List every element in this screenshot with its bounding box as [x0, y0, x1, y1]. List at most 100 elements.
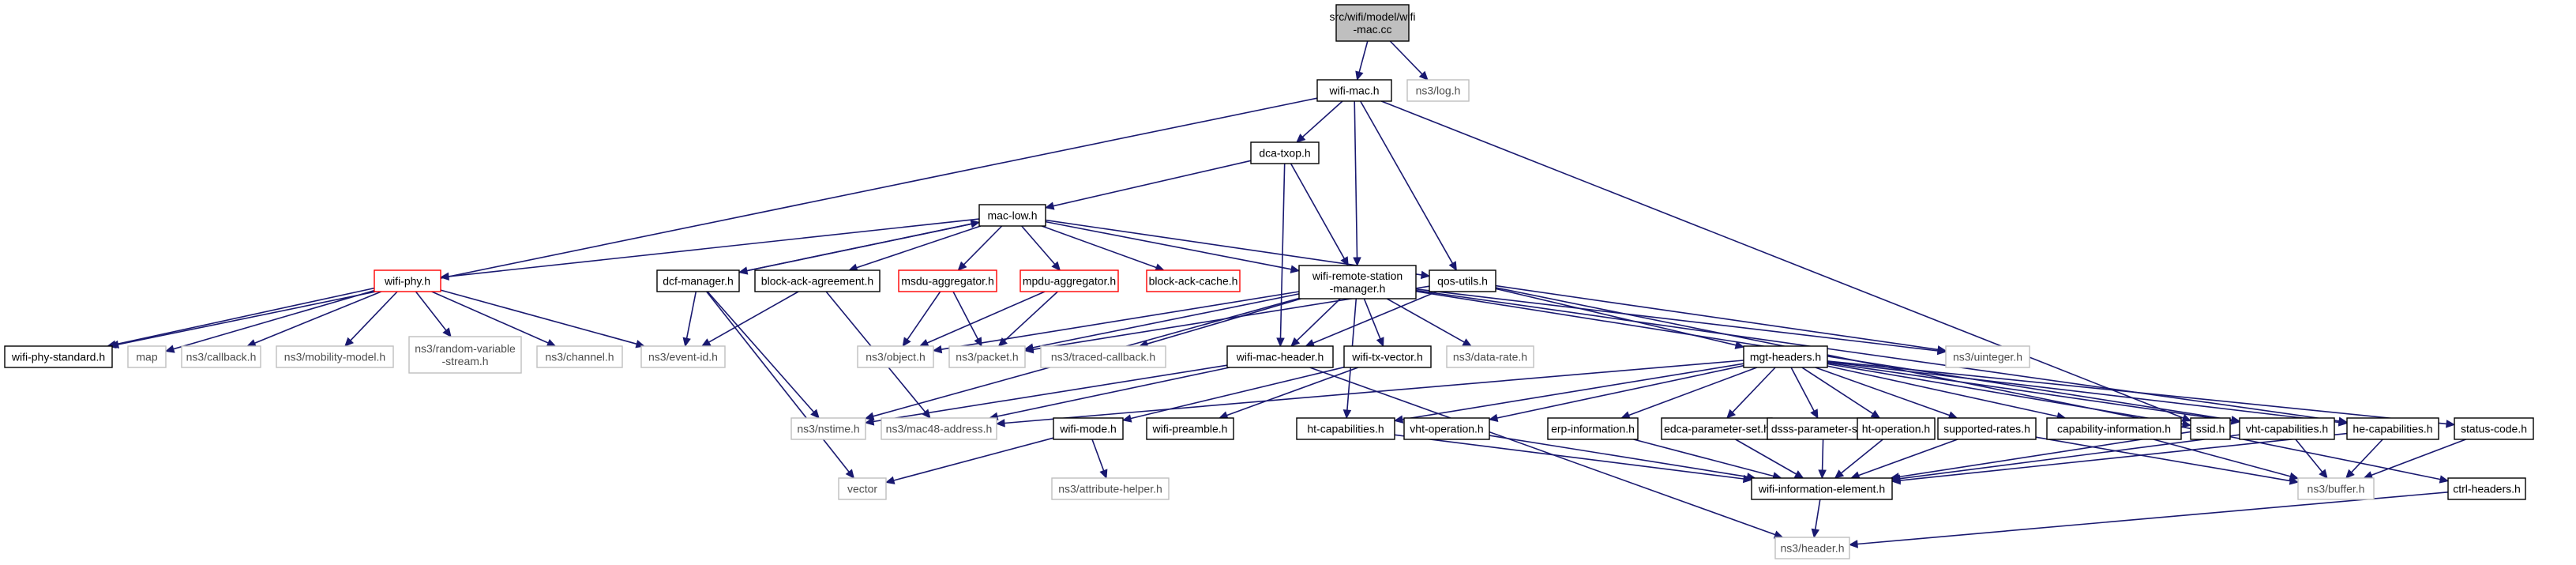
node-msduagg[interactable]: msdu-aggregator.h	[898, 269, 997, 292]
node-dcfmanager[interactable]: dcf-manager.h	[656, 269, 740, 292]
node-box	[1146, 269, 1241, 292]
node-channel[interactable]: ns3/channel.h	[536, 345, 623, 368]
edge-line	[1827, 363, 2184, 425]
node-statuscode[interactable]: status-code.h	[2454, 417, 2534, 440]
node-box	[2346, 417, 2439, 440]
edge-line	[907, 291, 941, 341]
arrowhead	[1044, 202, 1055, 210]
node-blockackagreement[interactable]: block-ack-agreement.h	[754, 269, 881, 292]
node-eventid[interactable]: ns3/event-id.h	[640, 345, 726, 368]
node-object[interactable]: ns3/object.h	[857, 345, 934, 368]
node-packet[interactable]: ns3/packet.h	[948, 345, 1026, 368]
node-label: -stream.h	[441, 355, 488, 367]
node-label: wifi-mac-header.h	[1236, 351, 1324, 363]
node-capinfo[interactable]: capability-information.h	[2046, 417, 2182, 440]
node-tracedcallback[interactable]: ns3/traced-callback.h	[1040, 345, 1166, 368]
edge-line	[926, 291, 1046, 344]
edge-line	[173, 289, 375, 350]
edge-suprates-to-wie	[1849, 439, 1958, 480]
node-wifimacheader[interactable]: wifi-mac-header.h	[1226, 345, 1334, 368]
node-maclow[interactable]: mac-low.h	[978, 204, 1046, 227]
node-mac48[interactable]: ns3/mac48-address.h	[881, 417, 997, 440]
node-mgtheaders[interactable]: mgt-headers.h	[1743, 345, 1828, 368]
node-box	[374, 269, 441, 292]
arrowhead	[1818, 469, 1827, 480]
edge-capinfo-to-buffer	[2153, 439, 2300, 480]
node-label: wifi-phy-standard.h	[11, 351, 105, 363]
node-suprates[interactable]: supported-rates.h	[1937, 417, 2037, 440]
node-htop[interactable]: ht-operation.h	[1857, 417, 1936, 440]
node-dcatxop[interactable]: dca-txop.h	[1250, 141, 1320, 164]
node-erpinfo[interactable]: erp-information.h	[1547, 417, 1639, 440]
arrowhead	[957, 261, 967, 271]
node-edca[interactable]: edca-parameter-set.h	[1661, 417, 1773, 440]
node-mobilitymodel[interactable]: ns3/mobility-model.h	[276, 345, 394, 368]
edge-line	[1840, 439, 1883, 474]
node-label: wifi-remote-station	[1312, 269, 1403, 282]
node-label: wifi-mode.h	[1059, 423, 1117, 435]
edge-line	[1899, 434, 2240, 480]
node-wifimode[interactable]: wifi-mode.h	[1053, 417, 1124, 440]
node-wifipreamble[interactable]: wifi-preamble.h	[1146, 417, 1234, 440]
node-nstime[interactable]: ns3/nstime.h	[790, 417, 866, 440]
node-wifiphystandard[interactable]: wifi-phy-standard.h	[4, 345, 113, 368]
node-vhtcap[interactable]: vht-capabilities.h	[2239, 417, 2335, 440]
node-root[interactable]: src/wifi/model/wifi-mac.cc	[1330, 4, 1416, 42]
node-wifiphy[interactable]: wifi-phy.h	[374, 269, 441, 292]
node-label: ht-capabilities.h	[1307, 423, 1384, 435]
arrowhead	[902, 337, 911, 347]
node-box	[2239, 417, 2335, 440]
node-attrhelper[interactable]: ns3/attribute-helper.h	[1051, 477, 1170, 500]
node-map[interactable]: map	[127, 345, 167, 368]
arrowhead	[1290, 265, 1301, 273]
node-label: block-ack-agreement.h	[761, 275, 873, 288]
edge-dcatxop-to-wrsm	[1290, 163, 1349, 267]
arrowhead	[2338, 418, 2349, 427]
node-wrsm[interactable]: wifi-remote-station-manager.h	[1298, 265, 1417, 299]
edge-wrsm-to-wifitxvector	[1363, 298, 1384, 348]
edge-line	[1735, 439, 1797, 475]
node-blockackcache[interactable]: block-ack-cache.h	[1146, 269, 1241, 292]
node-mpduagg[interactable]: mpdu-aggregator.h	[1020, 269, 1119, 292]
node-label: ns3/channel.h	[545, 351, 614, 363]
node-log[interactable]: ns3/log.h	[1406, 79, 1470, 102]
arrowhead	[1420, 270, 1431, 280]
node-datarate[interactable]: ns3/data-rate.h	[1446, 345, 1534, 368]
arrowhead	[1488, 413, 1499, 423]
node-vector[interactable]: vector	[838, 477, 887, 500]
node-wifitxvector[interactable]: wifi-tx-vector.h	[1343, 345, 1432, 368]
node-htcap[interactable]: ht-capabilities.h	[1296, 417, 1395, 440]
edge-edca-to-wie	[1735, 439, 1804, 479]
node-randomvariable[interactable]: ns3/random-variable-stream.h	[408, 336, 522, 374]
arrowhead	[922, 409, 931, 419]
node-header[interactable]: ns3/header.h	[1774, 537, 1850, 559]
node-ctrlheaders[interactable]: ctrl-headers.h	[2447, 477, 2526, 500]
node-ssid[interactable]: ssid.h	[2190, 417, 2231, 440]
node-box	[1298, 265, 1417, 299]
arrowhead	[1870, 409, 1881, 419]
edge-line	[873, 364, 1228, 423]
arrowhead	[2230, 416, 2241, 425]
node-wie[interactable]: wifi-information-element.h	[1751, 477, 1893, 500]
arrowhead	[1099, 469, 1108, 480]
node-buffer[interactable]: ns3/buffer.h	[2297, 477, 2375, 500]
node-vhtop[interactable]: vht-operation.h	[1403, 417, 1490, 440]
edge-wrsm-to-tracedcallback	[1138, 298, 1301, 348]
node-uinteger[interactable]: ns3/uinteger.h	[1945, 345, 2030, 368]
edge-line	[708, 291, 799, 343]
edge-line	[1415, 288, 1939, 352]
edge-wifimac-to-dcatxop	[1296, 100, 1343, 143]
node-box	[1774, 537, 1850, 559]
edge-line	[1290, 163, 1345, 259]
node-box	[2046, 417, 2182, 440]
edge-line	[1380, 100, 2184, 419]
arrowhead	[1305, 339, 1316, 347]
node-box	[2190, 417, 2231, 440]
node-wifimac[interactable]: wifi-mac.h	[1316, 79, 1392, 102]
edge-line	[1633, 439, 1774, 477]
node-qosutils[interactable]: qos-utils.h	[1429, 269, 1496, 292]
node-hecap[interactable]: he-capabilities.h	[2346, 417, 2439, 440]
node-callback[interactable]: ns3/callback.h	[181, 345, 261, 368]
edge-line	[1032, 293, 1300, 348]
node-box	[1406, 79, 1470, 102]
